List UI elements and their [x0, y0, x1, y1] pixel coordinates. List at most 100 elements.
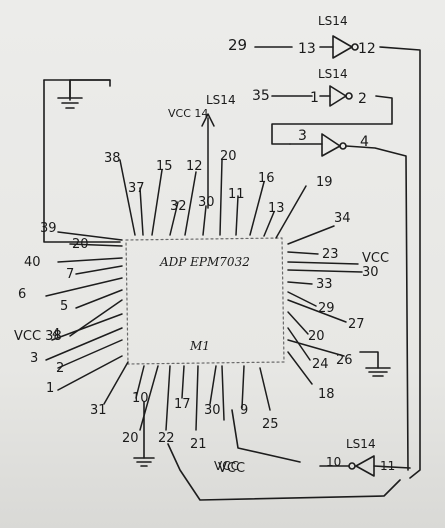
pin-label-right-8: 24 — [312, 357, 329, 372]
pin-lead-left-7 — [51, 313, 123, 341]
pins-top: 38 37 15 32 12 30 20 11 16 13 19 — [104, 149, 333, 239]
pin-label-bottom-8: 9 — [240, 403, 248, 418]
pin-lead-top-7 — [235, 195, 239, 236]
pin-lead-right-5 — [287, 291, 317, 307]
gate2-out-pin: 2 — [358, 91, 367, 107]
gate4-out-pin: 11 — [380, 459, 395, 473]
pin-label-bottom-6: 30 — [204, 403, 221, 418]
pin-lead-top-9 — [263, 211, 275, 237]
pin-lead-top-8 — [249, 181, 265, 236]
pin-lead-right-8 — [287, 327, 311, 361]
gate1-out-pin: 12 — [358, 41, 376, 57]
pin-label-top-9: 13 — [268, 201, 285, 216]
pin-lead-left-0 — [57, 231, 123, 241]
pin-label-top-4: 12 — [186, 159, 203, 174]
pin-lead-top-3 — [169, 201, 179, 236]
ground-symbol-top — [57, 79, 83, 109]
pin-label-top-6: 20 — [220, 149, 237, 164]
pin-label-right-0: 34 — [334, 211, 351, 226]
pin-label-bottom-7: VCC — [218, 461, 245, 476]
chip-corner-label: M1 — [189, 339, 210, 353]
pin-lead-right-7 — [287, 311, 309, 335]
pin-label-left-5: 5 — [60, 299, 68, 314]
pin-label-left-4: 6 — [18, 287, 26, 302]
gate1-net: 29 — [228, 36, 247, 54]
pin-label-top-0: 38 — [104, 151, 121, 166]
ground-symbol-bottom-left — [133, 401, 155, 467]
pin-label-right-6: 27 — [348, 317, 365, 332]
pin-lead-left-9 — [57, 339, 123, 369]
pin-label-top-3: 32 — [170, 199, 187, 214]
pin-lead-right-2 — [287, 261, 359, 265]
pin-lead-left-3 — [75, 265, 123, 275]
pin-lead-top-2 — [151, 169, 163, 236]
pin-lead-bottom-7 — [221, 365, 225, 421]
pin-lead-right-6 — [287, 299, 347, 323]
pin-lead-bottom-0 — [103, 361, 129, 405]
ls14-supply-label: LS14 — [206, 93, 236, 107]
pin-label-top-2: 15 — [156, 159, 173, 174]
pin-lead-left-10 — [57, 355, 123, 391]
pin-label-top-5: 30 — [198, 195, 215, 210]
pin-lead-right-0 — [287, 225, 335, 245]
pin-lead-bottom-1 — [135, 365, 145, 399]
pin-lead-bottom-6 — [209, 365, 217, 405]
gate1-in-pin: 13 — [298, 41, 316, 57]
pin-lead-left-5 — [75, 289, 123, 309]
pin-lead-left-4 — [45, 277, 123, 297]
gate2-part: LS14 — [318, 67, 348, 81]
inverter-gate-3 — [289, 133, 409, 471]
pin-lead-bottom-5 — [195, 365, 199, 431]
pin-label-right-3: 30 — [362, 265, 379, 280]
pin-lead-bottom-4 — [181, 365, 185, 399]
pin-label-right-1: 23 — [322, 247, 339, 262]
pin-label-top-1: 37 — [128, 181, 145, 196]
gate1-part: LS14 — [318, 14, 348, 28]
gate2-net: 35 — [252, 88, 270, 104]
pin-lead-bottom-2 — [139, 365, 159, 431]
pin-label-left-0: 39 — [40, 221, 57, 236]
pin-lead-left-8 — [45, 327, 123, 361]
pin-label-left-8: 3 — [30, 351, 38, 366]
pin-label-left-3: 7 — [66, 267, 74, 282]
pin-label-bottom-2: 20 — [122, 431, 139, 446]
pin-lead-top-0 — [119, 159, 136, 236]
pin-label-right-4: 33 — [316, 277, 333, 292]
inverter-gate-2 — [271, 85, 393, 145]
pin-label-left-9: 2 — [56, 361, 64, 376]
pin-label-bottom-5: 21 — [190, 437, 207, 452]
pin-lead-right-9 — [287, 339, 345, 357]
pin-label-bottom-3: 22 — [158, 431, 175, 446]
pin-label-top-10: 19 — [316, 175, 333, 190]
gate4-part: LS14 — [346, 437, 376, 451]
pin-label-right-10: 18 — [318, 387, 335, 402]
pin-label-left-1: 20 — [72, 237, 89, 252]
pin-label-bottom-1: 10 — [132, 391, 149, 406]
pin-label-bottom-9: 25 — [262, 417, 279, 432]
pin-label-left-7: VCC 38 — [14, 329, 62, 344]
chip-body — [125, 237, 285, 365]
pin-lead-bottom-8 — [241, 365, 245, 409]
pin-lead-top-6 — [219, 159, 223, 236]
gate4-in-pin: 10 — [326, 455, 341, 469]
pin-label-top-7: 11 — [228, 187, 245, 202]
pin-lead-left-1 — [69, 243, 123, 247]
pin-lead-left-2 — [57, 257, 123, 263]
pin-label-left-10: 1 — [46, 381, 54, 396]
pin-label-top-8: 16 — [258, 171, 275, 186]
inverter-gate-4 — [167, 409, 411, 501]
gate3-out-pin: 4 — [360, 134, 369, 150]
vcc14-label: VCC 14 — [168, 107, 208, 120]
pin-label-right-9: 26 — [336, 353, 353, 368]
bottom-vcc-label: VCC — [214, 459, 239, 473]
vcc14-arrow — [201, 113, 215, 209]
pin-lead-top-1 — [139, 187, 144, 236]
chip-name: ADP EPM7032 — [159, 255, 250, 269]
inverter-gate-1 — [254, 35, 421, 479]
pin-label-bottom-0: 31 — [90, 403, 107, 418]
pin-lead-top-5 — [202, 205, 207, 236]
